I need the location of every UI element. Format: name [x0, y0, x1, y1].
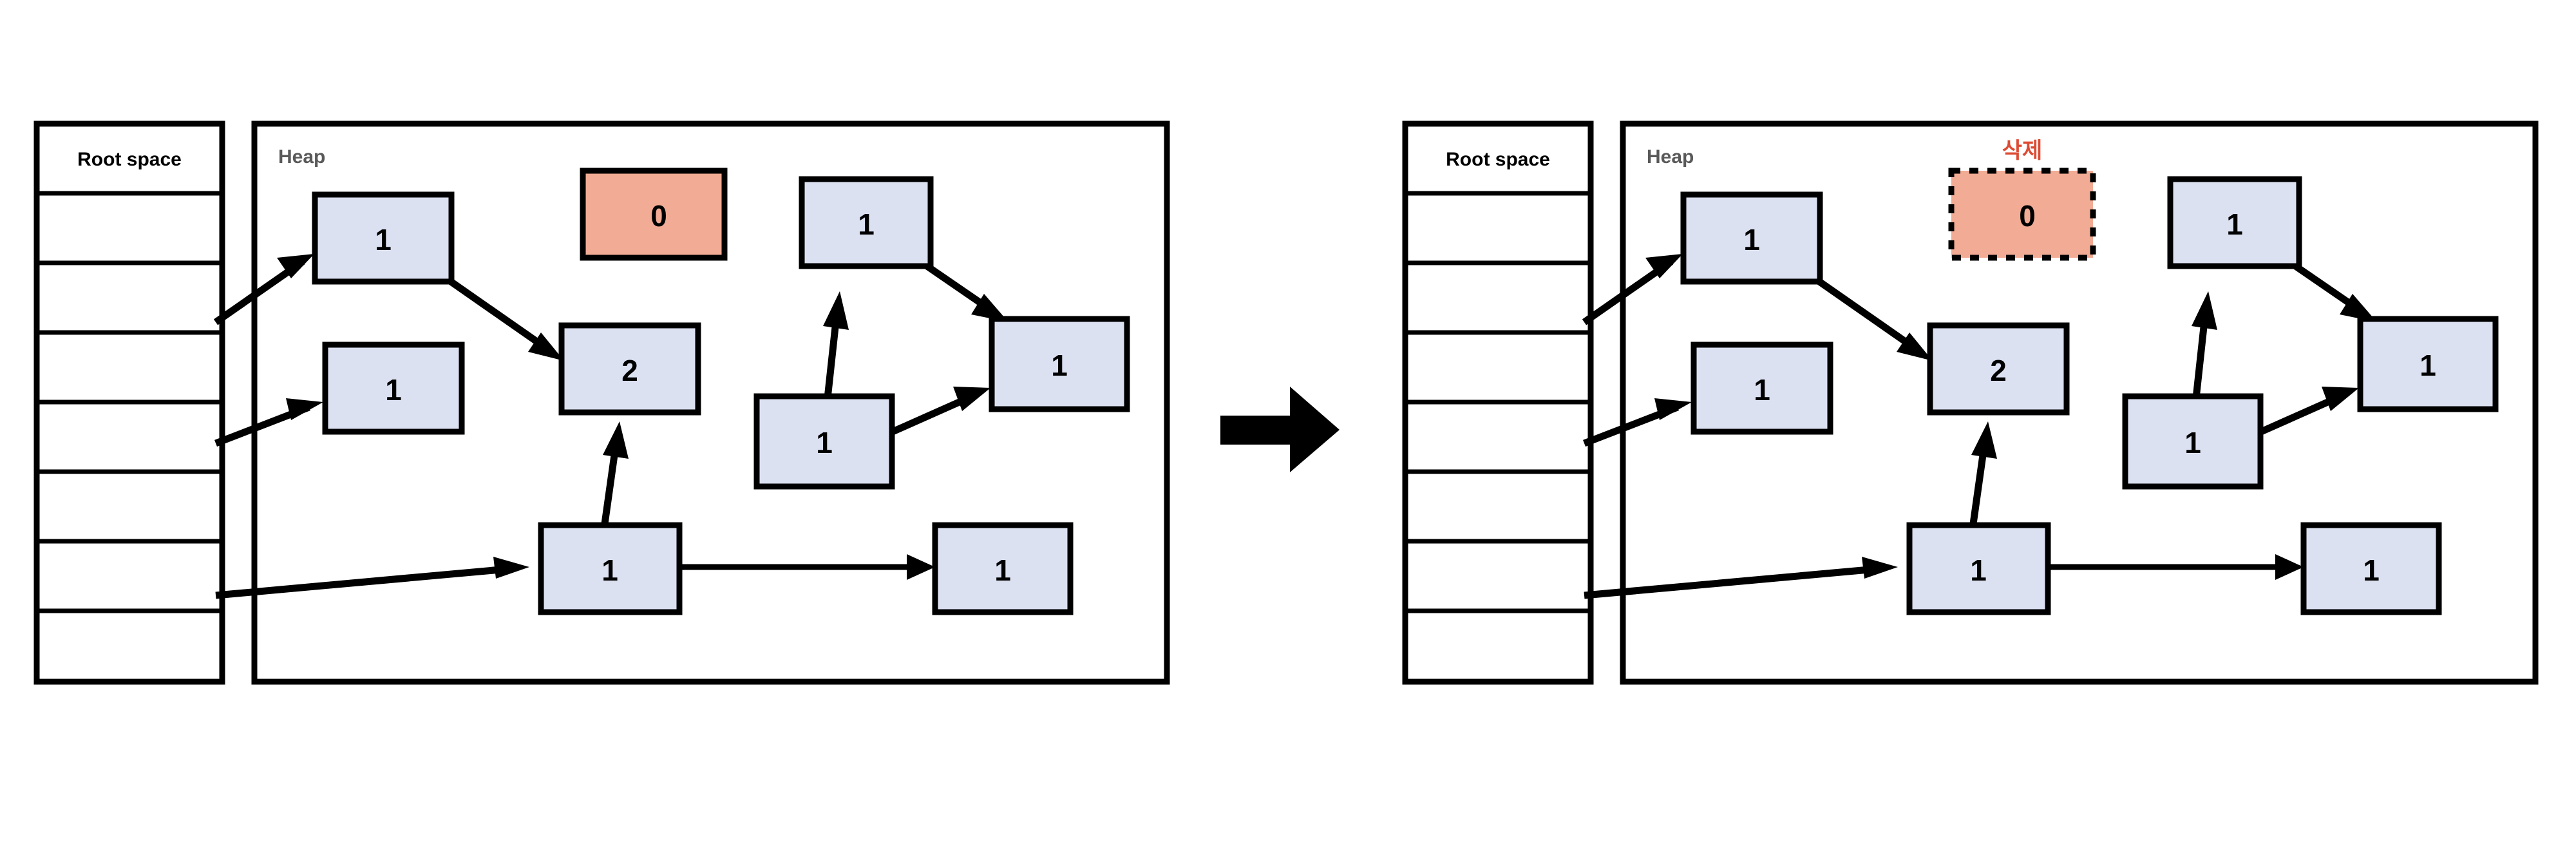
heap-node-a-n2[interactable]: 1: [1690, 342, 1833, 435]
node-rect-dead[interactable]: [580, 168, 728, 261]
heap-node-a-n6[interactable]: 1: [2357, 316, 2499, 412]
transition-arrow: [1220, 387, 1340, 472]
heap-node-b-n6[interactable]: 1: [989, 316, 1130, 412]
delete-annotation-label: 삭제: [2002, 139, 2043, 163]
node-rect[interactable]: [538, 522, 683, 615]
heap-node-a-n7[interactable]: 1: [1906, 522, 2051, 615]
node-refcount: 1: [1970, 553, 1987, 587]
edge-root2-to-n1: [213, 254, 314, 325]
heap-after: Heap: [1582, 120, 2539, 685]
edge-n7-to-n3: [1969, 421, 1997, 529]
panel-before: Root space Heap: [33, 120, 1170, 685]
heap-node-b-n3[interactable]: 2: [558, 322, 701, 416]
heap-title: Heap: [1647, 146, 1694, 168]
edge-n7-to-n3: [600, 421, 629, 529]
node-refcount: 2: [1990, 354, 2007, 387]
edge-n5-to-n6: [891, 387, 990, 436]
edge-root2-to-n1: [1582, 254, 1683, 325]
node-refcount: 0: [2019, 199, 2036, 233]
node-rect[interactable]: [932, 522, 1074, 615]
heap-node-a-n3[interactable]: 2: [1927, 322, 2070, 416]
heap-node-b-n0-dead[interactable]: 0: [580, 168, 728, 261]
heap-node-a-n1[interactable]: 1: [1680, 191, 1823, 285]
heap-before: Heap: [213, 120, 1170, 685]
edge-root6-to-n7: [215, 557, 529, 599]
root-slot-5[interactable]: [39, 472, 220, 541]
node-refcount: 2: [621, 354, 638, 387]
node-refcount: 1: [816, 426, 833, 459]
heap-node-b-n4[interactable]: 1: [799, 176, 934, 269]
node-rect-deleted[interactable]: [1948, 168, 2096, 261]
node-refcount: 1: [994, 553, 1011, 587]
node-rect[interactable]: [1927, 322, 2070, 416]
root-space-title: Root space: [77, 149, 182, 170]
root-slot-4[interactable]: [1408, 402, 1588, 472]
node-rect[interactable]: [2300, 522, 2442, 615]
root-space-before: Root space: [33, 120, 225, 685]
heap-node-b-n5[interactable]: 1: [753, 393, 895, 490]
node-rect[interactable]: [989, 316, 1130, 412]
heap-node-a-n0-deleted[interactable]: 삭제 0: [1948, 139, 2096, 261]
node-refcount: 1: [2184, 426, 2201, 459]
heap-node-b-n7[interactable]: 1: [538, 522, 683, 615]
node-refcount: 1: [385, 373, 402, 407]
root-slot-7[interactable]: [39, 611, 220, 679]
node-rect[interactable]: [558, 322, 701, 416]
root-slot-5[interactable]: [1408, 472, 1588, 541]
heap-node-b-n1[interactable]: 1: [312, 191, 455, 285]
heap-node-a-n8[interactable]: 1: [2300, 522, 2442, 615]
node-rect[interactable]: [2122, 393, 2264, 490]
node-rect[interactable]: [2357, 316, 2499, 412]
root-slot-7[interactable]: [1408, 611, 1588, 679]
node-rect[interactable]: [1690, 342, 1833, 435]
node-rect[interactable]: [1680, 191, 1823, 285]
heap-node-a-n5[interactable]: 1: [2122, 393, 2264, 490]
node-refcount: 1: [1754, 373, 1770, 407]
root-space-after: Root space: [1402, 120, 1594, 685]
root-slot-3[interactable]: [39, 332, 220, 402]
node-refcount: 1: [375, 223, 392, 256]
root-space-title: Root space: [1446, 149, 1550, 170]
node-rect[interactable]: [2167, 176, 2302, 269]
node-rect[interactable]: [1906, 522, 2051, 615]
node-refcount: 1: [1051, 349, 1068, 382]
node-refcount: 1: [2420, 349, 2436, 382]
root-slot-6[interactable]: [1408, 541, 1588, 611]
node-refcount: 1: [2226, 207, 2243, 241]
edge-n5-to-n4: [823, 291, 849, 399]
root-slot-1[interactable]: [39, 193, 220, 263]
edge-n1-to-n3: [1817, 278, 1933, 361]
edge-root4-to-n2: [214, 398, 323, 447]
node-refcount: 0: [650, 199, 667, 233]
edge-n7-to-n8: [676, 554, 935, 580]
node-rect[interactable]: [799, 176, 934, 269]
edge-n5-to-n6: [2259, 387, 2359, 436]
root-slot-3[interactable]: [1408, 332, 1588, 402]
edge-n7-to-n8: [2045, 554, 2304, 580]
heap-node-a-n4[interactable]: 1: [2167, 176, 2302, 269]
root-slot-2[interactable]: [1408, 263, 1588, 332]
root-slot-4[interactable]: [39, 402, 220, 472]
root-slot-6[interactable]: [39, 541, 220, 611]
edge-n1-to-n3: [448, 278, 564, 361]
node-rect[interactable]: [322, 342, 465, 435]
node-refcount: 1: [858, 207, 875, 241]
node-rect[interactable]: [753, 393, 895, 490]
heap-title: Heap: [278, 146, 325, 168]
node-rect[interactable]: [312, 191, 455, 285]
root-slot-1[interactable]: [1408, 193, 1588, 263]
edge-n4-to-n6: [923, 262, 1009, 322]
node-refcount: 1: [601, 553, 618, 587]
node-refcount: 1: [2363, 553, 2380, 587]
edge-root4-to-n2: [1583, 398, 1692, 447]
node-refcount: 1: [1743, 223, 1760, 256]
panel-after: Root space Heap: [1402, 120, 2539, 685]
root-slot-2[interactable]: [39, 263, 220, 332]
edge-n5-to-n4: [2192, 291, 2217, 399]
heap-node-b-n8[interactable]: 1: [932, 522, 1074, 615]
heap-node-b-n2[interactable]: 1: [322, 342, 465, 435]
edge-n4-to-n6: [2292, 262, 2377, 322]
edge-root6-to-n7: [1584, 557, 1898, 599]
